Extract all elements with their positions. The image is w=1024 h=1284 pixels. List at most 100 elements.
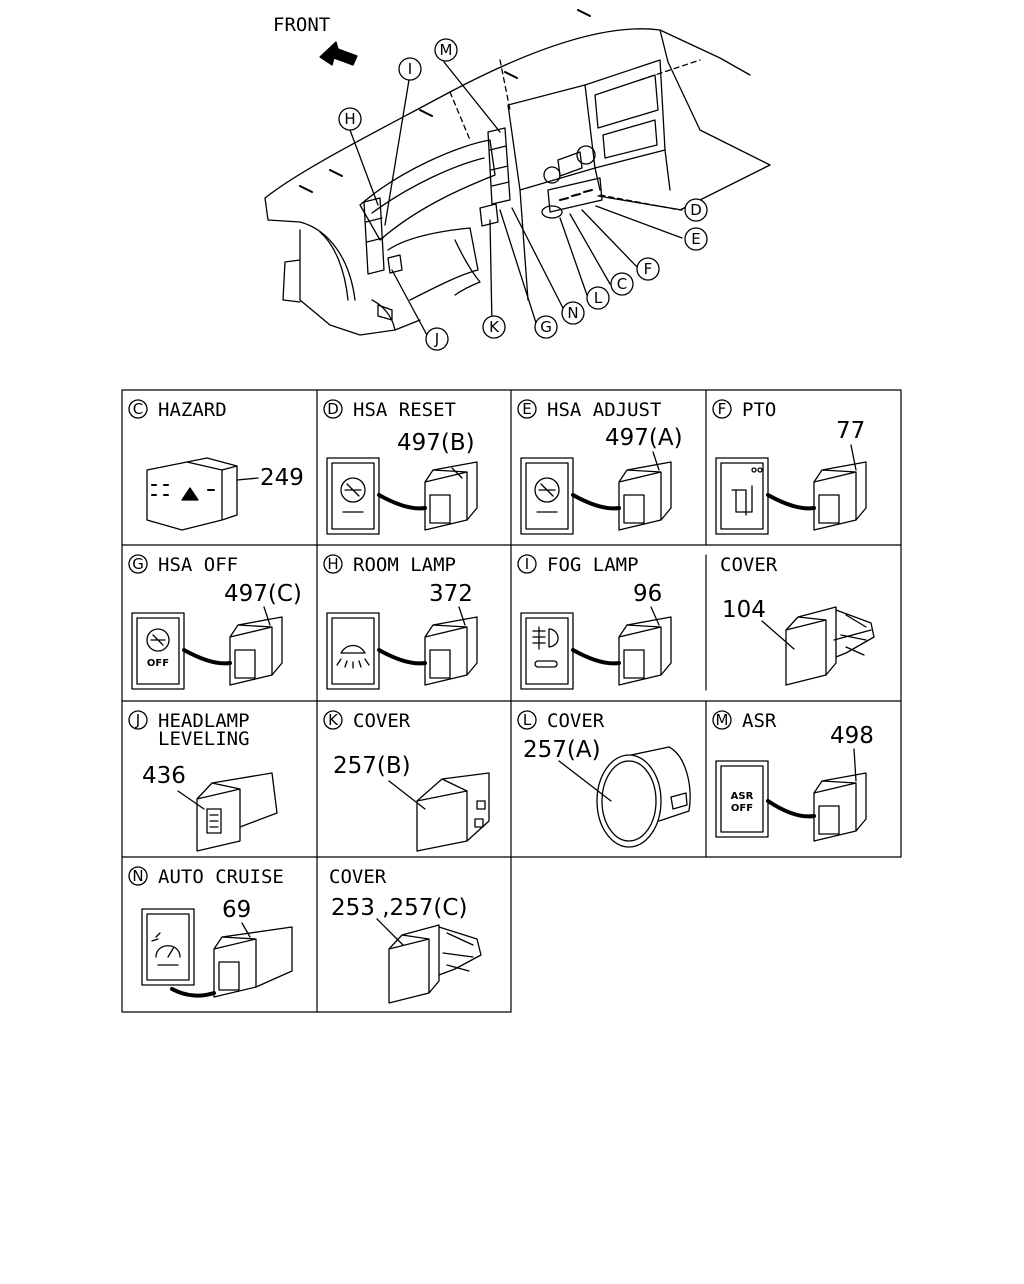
cover-part xyxy=(388,924,440,1004)
svg-text:F: F xyxy=(718,400,727,418)
cell-hsa-reset: D HSA RESET 497(B) xyxy=(323,399,478,535)
svg-text:96: 96 xyxy=(633,581,662,607)
svg-text:L: L xyxy=(523,711,532,729)
svg-text:D: D xyxy=(690,201,702,219)
svg-text:H: H xyxy=(344,110,355,128)
svg-text:COVER: COVER xyxy=(547,710,605,732)
svg-text:77: 77 xyxy=(836,418,865,444)
svg-text:HSA OFF: HSA OFF xyxy=(158,554,238,576)
leveling-switch xyxy=(196,772,278,852)
svg-text:LEVELING: LEVELING xyxy=(158,728,250,750)
round-cover xyxy=(596,754,662,848)
svg-text:H: H xyxy=(327,555,338,573)
letter-badge xyxy=(128,710,148,730)
letter-badge xyxy=(323,710,343,730)
svg-text:HSA RESET: HSA RESET xyxy=(353,399,456,421)
svg-text:ASR: ASR xyxy=(742,710,777,732)
letter-badge xyxy=(712,710,732,730)
letter-badge xyxy=(517,710,537,730)
svg-text:HSA ADJUST: HSA ADJUST xyxy=(547,399,661,421)
switch-knob xyxy=(813,772,867,842)
front-label: FRONT xyxy=(273,14,330,36)
cell-hsa-adjust: E HSA ADJUST 497(A) xyxy=(517,399,683,535)
letter-badge xyxy=(517,554,537,574)
hazard-switch xyxy=(146,457,238,531)
cell-hsa-off: G HSA OFF 497(C) OFF xyxy=(128,554,302,690)
svg-text:G: G xyxy=(540,318,552,336)
letter-badge xyxy=(128,866,148,886)
svg-text:M: M xyxy=(440,41,453,59)
svg-text:249: 249 xyxy=(260,465,304,491)
svg-text:497(C): 497(C) xyxy=(224,581,302,607)
switch-knob xyxy=(424,461,478,531)
cover-part xyxy=(785,606,837,686)
cell-hazard: C HAZARD 249 xyxy=(128,399,304,531)
svg-text:E: E xyxy=(691,230,700,248)
cell-auto-cruise: N AUTO CRUISE 69 xyxy=(128,866,293,998)
svg-text:N: N xyxy=(132,867,143,885)
svg-text:C: C xyxy=(133,400,143,418)
letter-badge xyxy=(128,399,148,419)
svg-text:ASR: ASR xyxy=(731,791,754,802)
svg-text:COVER: COVER xyxy=(329,866,387,888)
svg-text:498: 498 xyxy=(830,723,874,749)
svg-text:497(A): 497(A) xyxy=(605,425,683,451)
svg-text:PTO: PTO xyxy=(742,399,776,421)
cell-room-lamp: H ROOM LAMP 372 xyxy=(323,554,478,690)
switch-knob xyxy=(213,926,293,998)
cell-headlamp-leveling: J HEADLAMP LEVELING 436 xyxy=(128,710,278,852)
cell-cover-104: COVER 104 xyxy=(720,554,875,686)
cell-cover-253: COVER 253 ,257(C) xyxy=(329,866,482,1004)
svg-text:HEADLAMP: HEADLAMP xyxy=(158,710,250,732)
svg-text:COVER: COVER xyxy=(353,710,411,732)
letter-badge xyxy=(517,399,537,419)
svg-text:M: M xyxy=(716,711,729,729)
svg-text:COVER: COVER xyxy=(720,554,778,576)
svg-text:J: J xyxy=(135,711,140,729)
cover-part xyxy=(416,772,490,852)
svg-text:K: K xyxy=(489,318,500,336)
svg-text:FOG LAMP: FOG LAMP xyxy=(547,554,639,576)
cell-cover-257a: L COVER 257(A) xyxy=(517,710,691,848)
cell-pto: F PTO 77 xyxy=(712,399,867,535)
svg-text:OFF: OFF xyxy=(147,658,169,669)
svg-text:G: G xyxy=(132,555,144,573)
svg-text:436: 436 xyxy=(142,763,186,789)
letter-badge xyxy=(323,399,343,419)
svg-text:253 ,257(C): 253 ,257(C) xyxy=(331,895,467,921)
switch-knob xyxy=(813,461,867,531)
front-arrow-icon xyxy=(319,41,358,66)
switch-knob xyxy=(424,616,478,686)
letter-badge xyxy=(128,554,148,574)
dashboard-overview: FRONT xyxy=(264,9,771,351)
svg-text:497(B): 497(B) xyxy=(397,430,475,456)
svg-text:F: F xyxy=(644,260,653,278)
svg-text:257(B): 257(B) xyxy=(333,753,411,779)
switch-knob xyxy=(229,616,283,686)
svg-text:I: I xyxy=(525,555,529,573)
letter-badge xyxy=(712,399,732,419)
switch-knob xyxy=(618,616,672,686)
letter-badge xyxy=(323,554,343,574)
svg-text:I: I xyxy=(408,60,412,78)
svg-text:257(A): 257(A) xyxy=(523,737,601,763)
svg-text:ROOM LAMP: ROOM LAMP xyxy=(353,554,456,576)
svg-text:K: K xyxy=(328,711,339,729)
svg-text:372: 372 xyxy=(429,581,473,607)
svg-text:J: J xyxy=(434,330,439,348)
svg-text:OFF: OFF xyxy=(731,803,753,814)
svg-text:HAZARD: HAZARD xyxy=(158,399,227,421)
switch-knob xyxy=(618,461,672,531)
svg-text:L: L xyxy=(594,289,603,307)
cell-cover-257b: K COVER 257(B) xyxy=(323,710,490,852)
svg-text:69: 69 xyxy=(222,897,251,923)
svg-text:E: E xyxy=(522,400,531,418)
parts-grid xyxy=(121,389,902,1013)
cell-fog-lamp: I FOG LAMP 96 xyxy=(517,554,672,690)
svg-text:AUTO CRUISE: AUTO CRUISE xyxy=(158,866,284,888)
svg-text:N: N xyxy=(567,304,578,322)
cell-asr: M ASR 498 ASR OFF xyxy=(712,710,874,842)
svg-text:104: 104 xyxy=(722,597,766,623)
svg-text:C: C xyxy=(617,275,627,293)
